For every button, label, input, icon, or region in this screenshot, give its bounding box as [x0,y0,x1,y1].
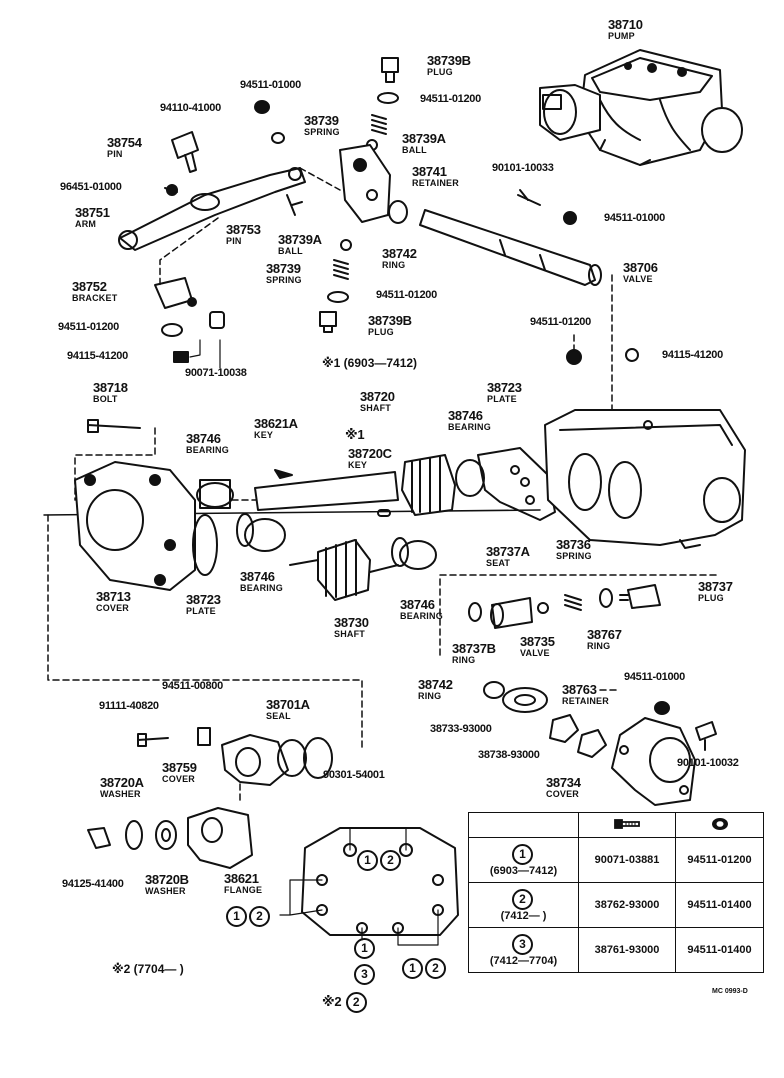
washer-icon [675,812,764,838]
note-range-2: ※2 (7704— ) [112,962,184,976]
nut-label: 94125-41400 [62,878,124,890]
nut-label: 38733-93000 [430,723,492,735]
bolt-icon [578,812,676,838]
circle-callout: 3 [354,964,377,985]
washer-label: 94511-01000 [624,671,685,683]
nut-label: 94115-41200 [662,349,723,361]
o-ring-label: 90301-54001 [323,769,385,781]
note-range-1: ※1 (6903—7412) [322,356,418,370]
parts-table: 1(6903—7412) 90071-03881 94511-01200 2(7… [468,812,764,973]
washer-label: 94511-01200 [420,93,481,105]
note-mark-2: ※2 2 [322,992,369,1013]
nut-label: 90071-10038 [185,367,247,379]
table-row: 3(7412—7704) 38761-93000 94511-01400 [468,927,764,973]
note-mark-1: ※1 [345,427,365,442]
table-header [468,812,764,838]
circle-callout: 1 [354,938,377,959]
bolt-label: 90101-10033 [492,162,554,174]
washer-label: 94511-01000 [240,79,301,91]
nut-label: 38738-93000 [478,749,540,761]
nut-label: 94110-41000 [160,102,221,114]
washer-label: 94511-01200 [530,316,591,328]
pump-assembly-drawing [539,49,743,166]
bolt-label: 91111-40820 [99,700,159,712]
washer-label: 94511-01000 [604,212,665,224]
washer-label: 94511-01200 [376,289,437,301]
washer-label: 94511-00800 [162,680,223,692]
washer-label: 94511-01200 [58,321,119,333]
table-row: 1(6903—7412) 90071-03881 94511-01200 [468,837,764,883]
drawing-code: MC 0993-D [712,988,748,995]
table-row: 2(7412— ) 38762-93000 94511-01400 [468,882,764,928]
grease-fitting-label: 96451-01000 [60,181,122,193]
nut-label: 94115-41200 [67,350,128,362]
bolt-label: 90101-10032 [677,757,739,769]
